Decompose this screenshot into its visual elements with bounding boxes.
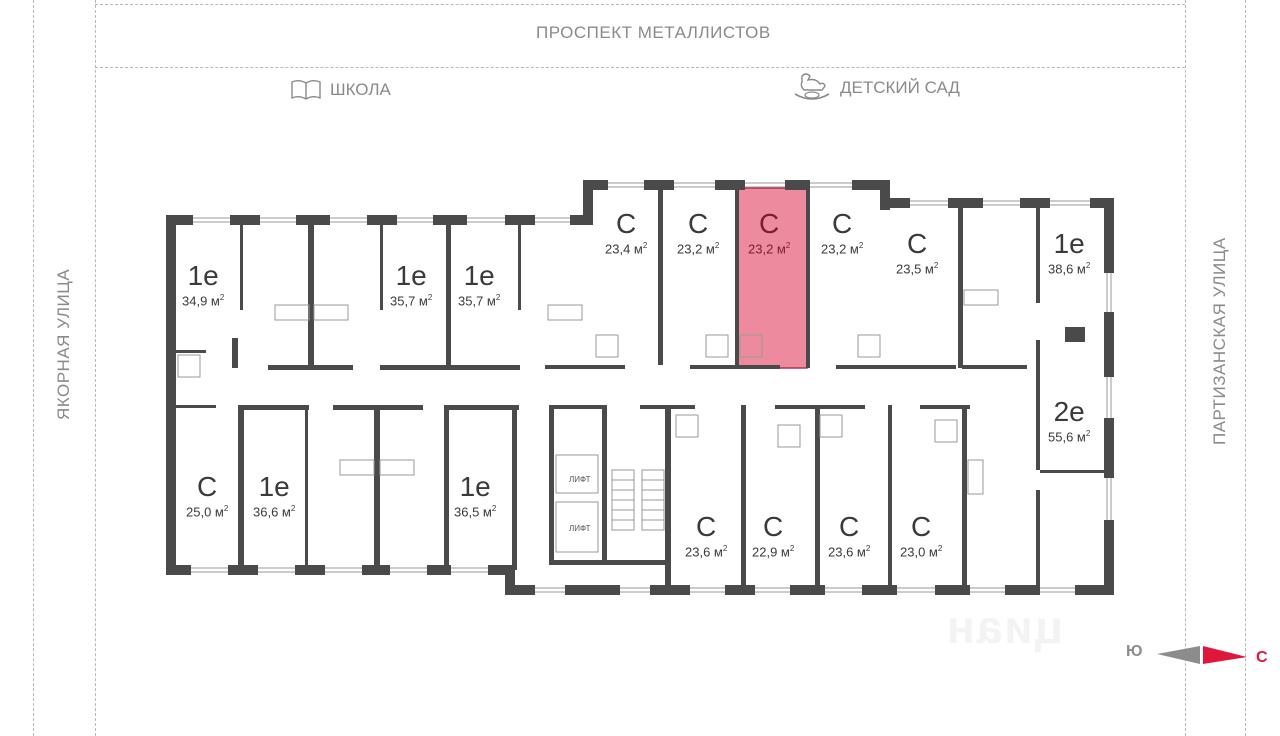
boundary-line xyxy=(33,0,34,736)
unit-type: 1е xyxy=(463,260,495,291)
unit-area: 38,6 м xyxy=(1048,261,1086,277)
unit-area: 23,6 м xyxy=(685,544,723,560)
street-top: ПРОСПЕКТ МЕТАЛЛИСТОВ xyxy=(536,23,771,42)
unit-type: С xyxy=(688,208,709,239)
unit-type: С xyxy=(907,228,928,259)
unit-type: С xyxy=(197,471,218,502)
book-icon xyxy=(291,80,321,100)
lift-label: ЛИФТ xyxy=(569,524,591,533)
compass-north: С xyxy=(1256,649,1268,666)
windows xyxy=(191,182,1112,593)
unit-type: 1е xyxy=(187,260,219,291)
poi-label: ШКОЛА xyxy=(330,80,391,99)
boundary-line xyxy=(95,67,1185,68)
unit-area: 23,0 м xyxy=(900,544,938,560)
poi-label: ДЕТСКИЙ САД xyxy=(840,78,960,97)
unit-type: С xyxy=(759,208,780,239)
boundary-line xyxy=(1245,0,1246,736)
poi-school: ШКОЛА xyxy=(290,79,391,101)
unit-type: С xyxy=(616,208,637,239)
unit-type: С xyxy=(832,208,853,239)
unit-type: 1е xyxy=(258,471,290,502)
unit-type: 1е xyxy=(395,260,427,291)
watermark: циан xyxy=(945,601,1063,653)
unit-type: 2е xyxy=(1053,396,1085,427)
unit-area: 35,7 м xyxy=(390,293,428,309)
unit-area: 34,9 м xyxy=(182,293,220,309)
selected-unit-highlight[interactable] xyxy=(737,187,808,369)
unit-area: 23,5 м xyxy=(896,261,934,277)
stairs-icon xyxy=(611,469,665,531)
walls xyxy=(166,180,1114,595)
unit-area: 23,4 м xyxy=(605,241,643,257)
unit-area: 35,7 м xyxy=(458,293,496,309)
unit-area: 23,2 м xyxy=(677,241,715,257)
compass-south: Ю xyxy=(1126,643,1143,660)
unit-type: 1е xyxy=(459,471,491,502)
boundary-line xyxy=(1185,0,1186,736)
compass-arrow-icon xyxy=(1157,646,1247,664)
unit-area: 55,6 м xyxy=(1048,429,1086,445)
boundary-line xyxy=(95,0,96,736)
fixtures xyxy=(177,289,999,553)
unit-type: С xyxy=(911,511,932,542)
rocking-horse-icon xyxy=(794,73,830,100)
unit-type: С xyxy=(763,511,784,542)
unit-area: 23,2 м xyxy=(748,241,786,257)
unit-area: 25,0 м xyxy=(186,504,224,520)
unit-type: С xyxy=(696,511,717,542)
unit-area: 22,9 м xyxy=(752,544,790,560)
unit-area: 23,6 м xyxy=(828,544,866,560)
unit-area: 23,2 м xyxy=(821,241,859,257)
lift-label: ЛИФТ xyxy=(569,475,591,484)
unit-area: 36,6 м xyxy=(253,504,291,520)
unit-area: 36,5 м xyxy=(454,504,492,520)
boundary-line xyxy=(95,4,1185,5)
poi-kindergarten: ДЕТСКИЙ САД xyxy=(792,72,960,104)
unit-type: 1е xyxy=(1053,228,1085,259)
unit-type: С xyxy=(839,511,860,542)
